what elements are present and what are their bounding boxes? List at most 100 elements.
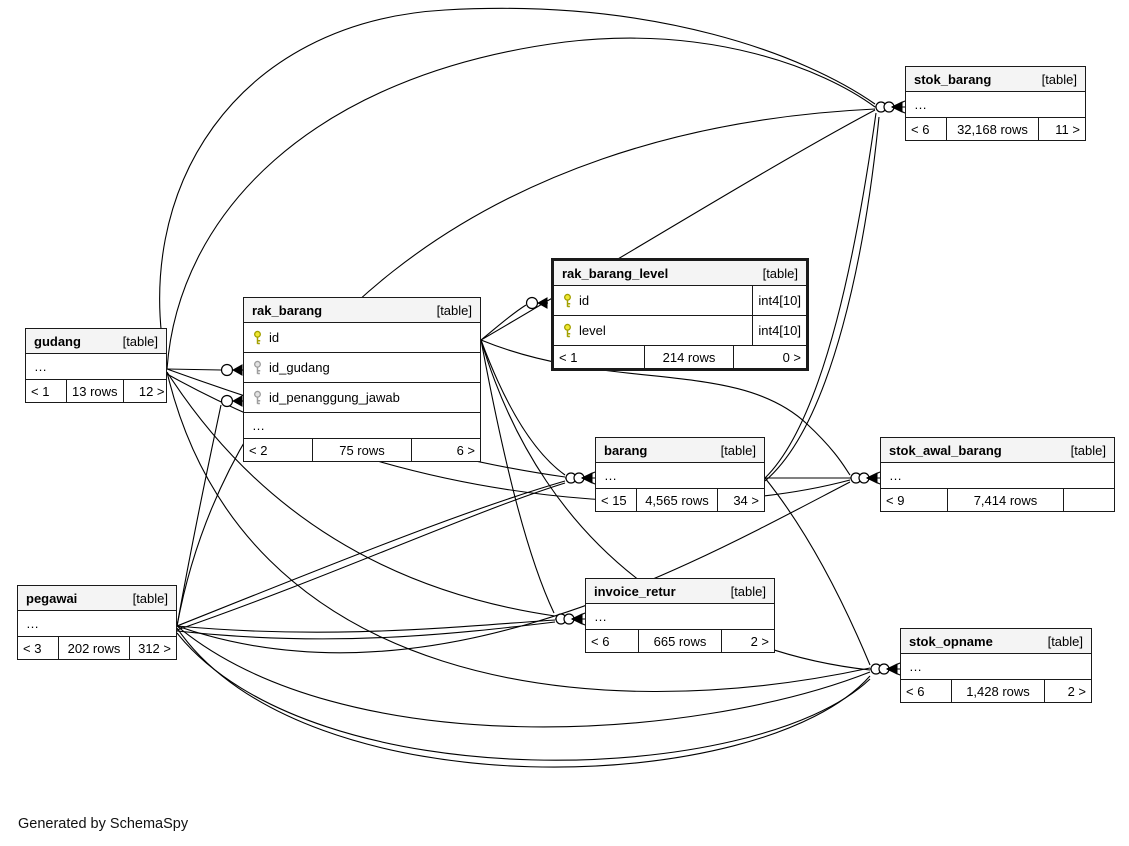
table-barang[interactable]: barang [table] … < 15 4,565 rows 34 >	[595, 437, 765, 512]
table-name-link[interactable]: barang	[604, 443, 648, 458]
foreign-key-icon	[254, 360, 261, 375]
table-stats: < 6 665 rows 2 >	[586, 630, 774, 652]
table-header[interactable]: rak_barang [table]	[244, 298, 480, 323]
exported-keys-count: 11 >	[1038, 118, 1085, 140]
table-name-link[interactable]: gudang	[34, 334, 81, 349]
column-name: level	[579, 323, 606, 338]
table-stok-barang[interactable]: stok_barang [table] … < 6 32,168 rows 11…	[905, 66, 1086, 141]
table-header[interactable]: pegawai [table]	[18, 586, 176, 611]
primary-key-icon	[564, 323, 571, 338]
column-row[interactable]: level int4[10]	[554, 316, 806, 346]
column-row[interactable]: id_gudang	[244, 353, 480, 383]
column-row: …	[26, 354, 166, 380]
table-header[interactable]: barang [table]	[596, 438, 764, 463]
column-row[interactable]: id	[244, 323, 480, 353]
table-stats: < 3 202 rows 312 >	[18, 637, 176, 659]
ellipsis-columns: …	[594, 609, 607, 624]
table-stats: < 1 13 rows 12 >	[26, 380, 166, 402]
imported-keys-count: < 6	[901, 680, 952, 702]
row-count: 7,414 rows	[973, 493, 1038, 508]
imported-keys-count: < 15	[596, 489, 637, 511]
exported-keys-count: 6 >	[411, 439, 480, 461]
table-gudang[interactable]: gudang [table] … < 1 13 rows 12 >	[25, 328, 167, 403]
imported-keys-count: < 3	[18, 637, 59, 659]
table-header[interactable]: stok_barang [table]	[906, 67, 1085, 92]
table-name-link[interactable]: rak_barang	[252, 303, 323, 318]
imported-keys-count: < 2	[244, 439, 313, 461]
table-stats: < 6 32,168 rows 11 >	[906, 118, 1085, 140]
table-name-link[interactable]: stok_opname	[909, 634, 993, 649]
connector-rak-barang-id-penanggung-jawab	[220, 394, 243, 408]
table-type-label: [table]	[720, 443, 756, 458]
table-name-link[interactable]: rak_barang_level	[562, 266, 669, 281]
row-count: 32,168 rows	[957, 122, 1028, 137]
column-row: …	[18, 611, 176, 637]
table-rak-barang-level[interactable]: rak_barang_level [table] id int4[10] lev…	[551, 258, 809, 371]
ellipsis-columns: …	[909, 659, 922, 674]
table-invoice-retur[interactable]: invoice_retur [table] … < 6 665 rows 2 >	[585, 578, 775, 653]
table-stats: < 9 7,414 rows	[881, 489, 1114, 511]
table-stok-awal-barang[interactable]: stok_awal_barang [table] … < 9 7,414 row…	[880, 437, 1115, 512]
imported-keys-count: < 6	[906, 118, 947, 140]
table-header[interactable]: stok_opname [table]	[901, 629, 1091, 654]
imported-keys-count: < 1	[26, 380, 67, 402]
relationship-curves	[159, 7, 880, 768]
table-stats: < 1 214 rows 0 >	[554, 346, 806, 368]
column-name: id	[579, 293, 590, 308]
row-count: 13 rows	[72, 384, 118, 399]
table-type-label: [table]	[436, 303, 472, 318]
table-stok-opname[interactable]: stok_opname [table] … < 6 1,428 rows 2 >	[900, 628, 1092, 703]
imported-keys-count: < 1	[554, 346, 645, 368]
imported-keys-count: < 6	[586, 630, 639, 652]
connector-invoice-retur	[555, 612, 586, 626]
table-type-label: [table]	[1041, 72, 1077, 87]
ellipsis-columns: …	[34, 359, 47, 374]
column-row[interactable]: id_penanggung_jawab	[244, 383, 480, 413]
table-type-label: [table]	[1047, 634, 1083, 649]
column-type: int4[10]	[752, 286, 806, 315]
column-row[interactable]: id int4[10]	[554, 286, 806, 316]
foreign-key-icon	[254, 390, 261, 405]
column-name: id_gudang	[269, 360, 330, 375]
connector-stok-awal-barang	[850, 471, 881, 485]
connector-stok-barang	[875, 100, 906, 114]
column-name: id_penanggung_jawab	[269, 390, 400, 405]
exported-keys-count: 34 >	[717, 489, 764, 511]
table-type-label: [table]	[730, 584, 766, 599]
column-row: …	[906, 92, 1085, 118]
ellipsis-columns: …	[889, 468, 902, 483]
exported-keys-count: 0 >	[733, 346, 806, 368]
connector-rak-barang-id-gudang	[220, 363, 243, 377]
table-name-link[interactable]: pegawai	[26, 591, 78, 606]
table-pegawai[interactable]: pegawai [table] … < 3 202 rows 312 >	[17, 585, 177, 660]
connector-rak-barang-level	[525, 296, 548, 310]
column-row: …	[881, 463, 1114, 489]
exported-keys-count: 12 >	[122, 380, 170, 402]
table-stats: < 6 1,428 rows 2 >	[901, 680, 1091, 702]
connector-stok-opname	[870, 662, 901, 676]
connector-barang	[565, 471, 596, 485]
table-header[interactable]: gudang [table]	[26, 329, 166, 354]
table-name-link[interactable]: stok_barang	[914, 72, 992, 87]
table-rak-barang[interactable]: rak_barang [table] id id_gudang id_penan…	[243, 297, 481, 462]
table-stats: < 2 75 rows 6 >	[244, 439, 480, 461]
table-header[interactable]: rak_barang_level [table]	[554, 261, 806, 286]
primary-key-icon	[254, 330, 261, 345]
table-header[interactable]: invoice_retur [table]	[586, 579, 774, 604]
row-count: 4,565 rows	[645, 493, 709, 508]
table-type-label: [table]	[762, 266, 798, 281]
row-count: 202 rows	[67, 641, 121, 656]
table-name-link[interactable]: invoice_retur	[594, 584, 676, 599]
ellipsis-columns: …	[26, 616, 39, 631]
column-row: …	[901, 654, 1091, 680]
column-type: int4[10]	[752, 316, 806, 345]
table-header[interactable]: stok_awal_barang [table]	[881, 438, 1114, 463]
column-row: …	[244, 413, 480, 439]
row-count: 665 rows	[653, 634, 707, 649]
primary-key-icon	[564, 293, 571, 308]
table-type-label: [table]	[1070, 443, 1106, 458]
table-name-link[interactable]: stok_awal_barang	[889, 443, 1002, 458]
exported-keys-count: 2 >	[721, 630, 774, 652]
